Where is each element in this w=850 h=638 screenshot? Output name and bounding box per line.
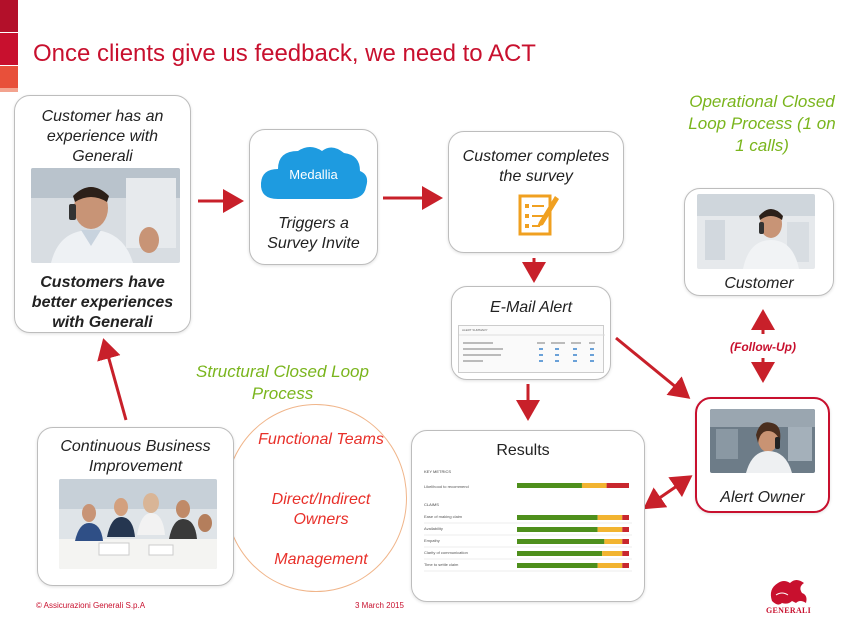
claims-row-label: Empathy xyxy=(424,538,440,543)
customer-experience-text: Customer has an experience with Generali xyxy=(41,108,164,165)
footer-copyright: © Assicurazioni Generali S.p.A xyxy=(36,601,146,610)
results-key-metrics-header: KEY METRICS xyxy=(424,469,452,474)
generali-lion-logo xyxy=(758,575,818,615)
circle-item-direct-indirect-owners: Direct/Indirect Owners xyxy=(271,491,371,528)
survey-text: Customer completes the survey xyxy=(462,148,610,185)
alert-owner-label: Alert Owner xyxy=(720,489,805,506)
customer-small-label: Customer xyxy=(724,275,794,292)
claims-bar-seg-0 xyxy=(517,515,598,520)
claims-row-label: Clarity of communication xyxy=(424,550,468,555)
medallia-cloud-label: Medallia xyxy=(289,167,338,182)
business-meeting-photo xyxy=(59,479,217,569)
results-claims-header: CLAIMS xyxy=(424,502,439,507)
metric-bar-seg-1 xyxy=(581,483,607,488)
claims-bar-seg-1 xyxy=(597,527,623,532)
accent-bar-middle xyxy=(0,33,18,65)
claims-row-label: Availability xyxy=(424,526,443,531)
survey-checklist-icon xyxy=(515,190,561,238)
accent-bar-top xyxy=(0,0,18,32)
claims-row-label: Time to settle claim xyxy=(424,562,459,567)
email-alert-table-header: ALERT SUMMARY xyxy=(462,328,488,332)
claims-row-label: Ease of making claim xyxy=(424,514,463,519)
claims-bar-seg-2 xyxy=(622,563,629,568)
claims-bar-seg-1 xyxy=(597,563,623,568)
claims-bar-seg-1 xyxy=(597,515,623,520)
structural-loop-label: Structural Closed Loop Process xyxy=(196,362,369,403)
accent-bar-bottom xyxy=(0,66,18,88)
customer-call-photo xyxy=(697,194,815,269)
arrow-email-to-alert-owner xyxy=(615,336,691,399)
results-title: Results xyxy=(496,442,550,459)
claims-bar-seg-2 xyxy=(622,515,629,520)
email-alert-text: E-Mail Alert xyxy=(489,299,573,316)
claims-bar-seg-2 xyxy=(622,527,629,532)
page-title: Once clients give us feedback, we need t… xyxy=(33,40,536,67)
metric-bar-seg-0 xyxy=(517,483,582,488)
arrow-results-alert-owner xyxy=(643,475,693,510)
generali-logo-text: GENERALI xyxy=(766,606,812,615)
medallia-text: Triggers a Survey Invite xyxy=(267,215,360,252)
claims-bar-seg-0 xyxy=(517,527,598,532)
arrow-cbi-to-customer xyxy=(97,338,128,421)
follow-up-label: (Follow-Up) xyxy=(730,340,796,354)
medallia-cloud-icon xyxy=(256,141,371,203)
claims-bar-seg-0 xyxy=(517,551,603,556)
circle-item-management: Management xyxy=(274,551,368,568)
claims-bar-seg-2 xyxy=(622,539,629,544)
claims-bar-seg-2 xyxy=(622,551,629,556)
claims-bar-seg-1 xyxy=(604,539,623,544)
alert-owner-photo xyxy=(710,409,815,473)
customer-better-experience-text: Customers have better experiences with G… xyxy=(31,274,174,331)
footer-date: 3 March 2015 xyxy=(355,601,404,610)
claims-bar-seg-0 xyxy=(517,539,605,544)
claims-bar-seg-0 xyxy=(517,563,598,568)
business-improvement-text: Continuous Business Improvement xyxy=(60,438,211,475)
claims-bar-seg-1 xyxy=(602,551,623,556)
results-metric-row-label: Likelihood to recommend xyxy=(424,484,469,489)
customer-phone-photo xyxy=(31,168,180,263)
accent-bar-thin xyxy=(0,88,18,92)
circle-item-functional-teams: Functional Teams xyxy=(258,431,384,448)
metric-bar-seg-2 xyxy=(606,483,629,488)
email-alert-preview: ALERT SUMMARY xyxy=(458,325,605,373)
operational-loop-label: Operational Closed Loop Process (1 on 1 … xyxy=(688,92,836,155)
